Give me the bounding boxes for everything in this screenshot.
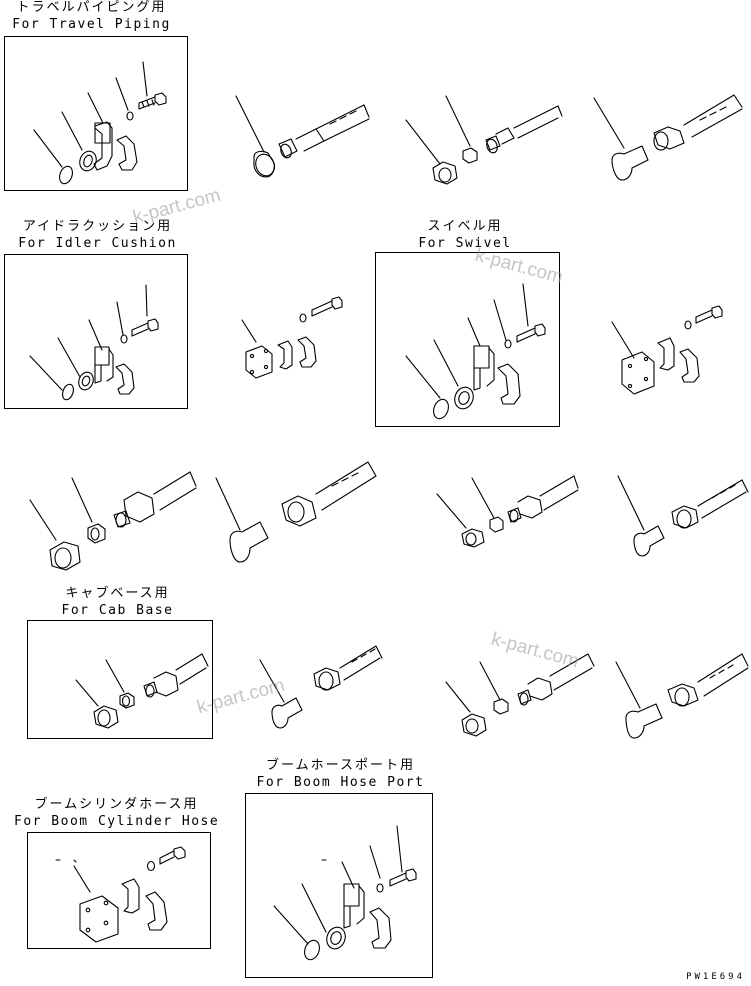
boom-cyl-title-jp: ブームシリンダホース用	[34, 797, 199, 812]
travel-hose-end-1	[235, 95, 370, 178]
cab-frame	[27, 620, 213, 739]
travel-hose-end-2	[405, 95, 563, 185]
boom-port-frame	[245, 793, 433, 978]
idler-frame	[4, 254, 188, 409]
swivel-flange-kit	[405, 283, 546, 420]
boom-port-title-en: For Boom Hose Port	[256, 775, 425, 790]
travel-frame	[4, 36, 188, 191]
boom-cyl-title-en: For Boom Cylinder Hose	[14, 814, 220, 829]
idler-flange-kit	[29, 284, 159, 401]
row3-fitting-2	[215, 461, 377, 563]
row3-fitting-4	[617, 475, 749, 557]
cab-fitting-2	[259, 645, 383, 729]
cab-fitting-3	[445, 653, 595, 737]
swivel-title-jp: スイベル用	[427, 219, 503, 234]
idler-title-jp: アイドラクッション用	[22, 219, 173, 234]
drawing-code: PW1E694	[686, 972, 745, 982]
idler-flange-kit-2	[241, 296, 343, 379]
row3-fitting-1	[29, 471, 197, 571]
right-flange-kit	[611, 305, 723, 395]
travel-hose-end-3	[593, 94, 743, 181]
cab-fitting-4	[615, 653, 749, 739]
swivel-frame	[375, 252, 560, 427]
swivel-title-en: For Swivel	[418, 236, 512, 251]
boom-port-title-jp: ブームホースポート用	[266, 758, 415, 773]
travel-title-jp: トラベルパイピング用	[16, 0, 167, 15]
boom-cyl-flange-kit	[55, 846, 186, 943]
boom-cyl-frame	[27, 832, 211, 949]
cab-fitting	[75, 653, 209, 729]
row3-fitting-3	[436, 475, 579, 548]
travel-flange-kit	[33, 61, 167, 185]
idler-title-en: For Idler Cushion	[18, 236, 177, 251]
travel-title-en: For Travel Piping	[12, 17, 171, 32]
cab-title-en: For Cab Base	[61, 603, 174, 618]
boom-port-flange-kit	[273, 825, 417, 961]
cab-title-jp: キャブベース用	[65, 586, 170, 601]
